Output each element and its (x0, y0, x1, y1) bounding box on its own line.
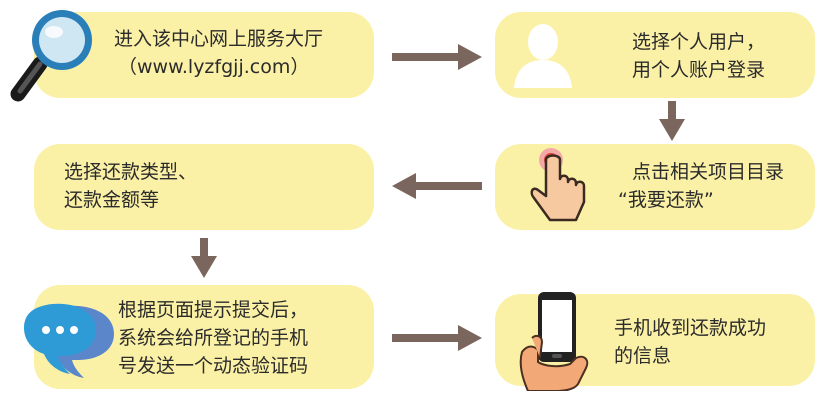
step-5-line-1: 根据页面提示提交后， (118, 299, 309, 321)
arrow-down-2 (191, 238, 217, 278)
step-3-line-2: “我要还款” (618, 189, 714, 211)
step-3-line-1: 点击相关项目目录 (632, 161, 785, 183)
chat-bubble-icon (22, 296, 118, 386)
arrow-down-1 (659, 101, 685, 141)
step-1-line-2: （www.lyzfgjj.com） (118, 56, 310, 78)
step-5-line-2: 系统会给所登记的手机 (118, 327, 309, 349)
step-1-line-1: 进入该中心网上服务大厅 (114, 28, 324, 50)
arrow-right-1 (392, 44, 482, 70)
step-6-line-1: 手机收到还款成功 (614, 317, 767, 339)
arrow-left-1 (392, 173, 482, 199)
step-4-box (34, 144, 374, 230)
tap-hand-icon (530, 146, 594, 234)
step-2-line-2: 用个人账户登录 (632, 59, 766, 81)
step-6-line-2: 的信息 (614, 345, 672, 367)
user-silhouette-icon (510, 18, 576, 94)
step-4-line-2: 还款金额等 (64, 189, 160, 211)
step-4-line-1: 选择还款类型、 (64, 161, 198, 183)
step-5-line-3: 号发送一个动态验证码 (118, 355, 309, 377)
arrow-right-2 (392, 325, 482, 351)
step-1-box (34, 12, 374, 98)
magnifier-icon (6, 2, 106, 110)
phone-in-hand-icon (514, 288, 594, 395)
step-2-line-1: 选择个人用户， (632, 31, 766, 53)
